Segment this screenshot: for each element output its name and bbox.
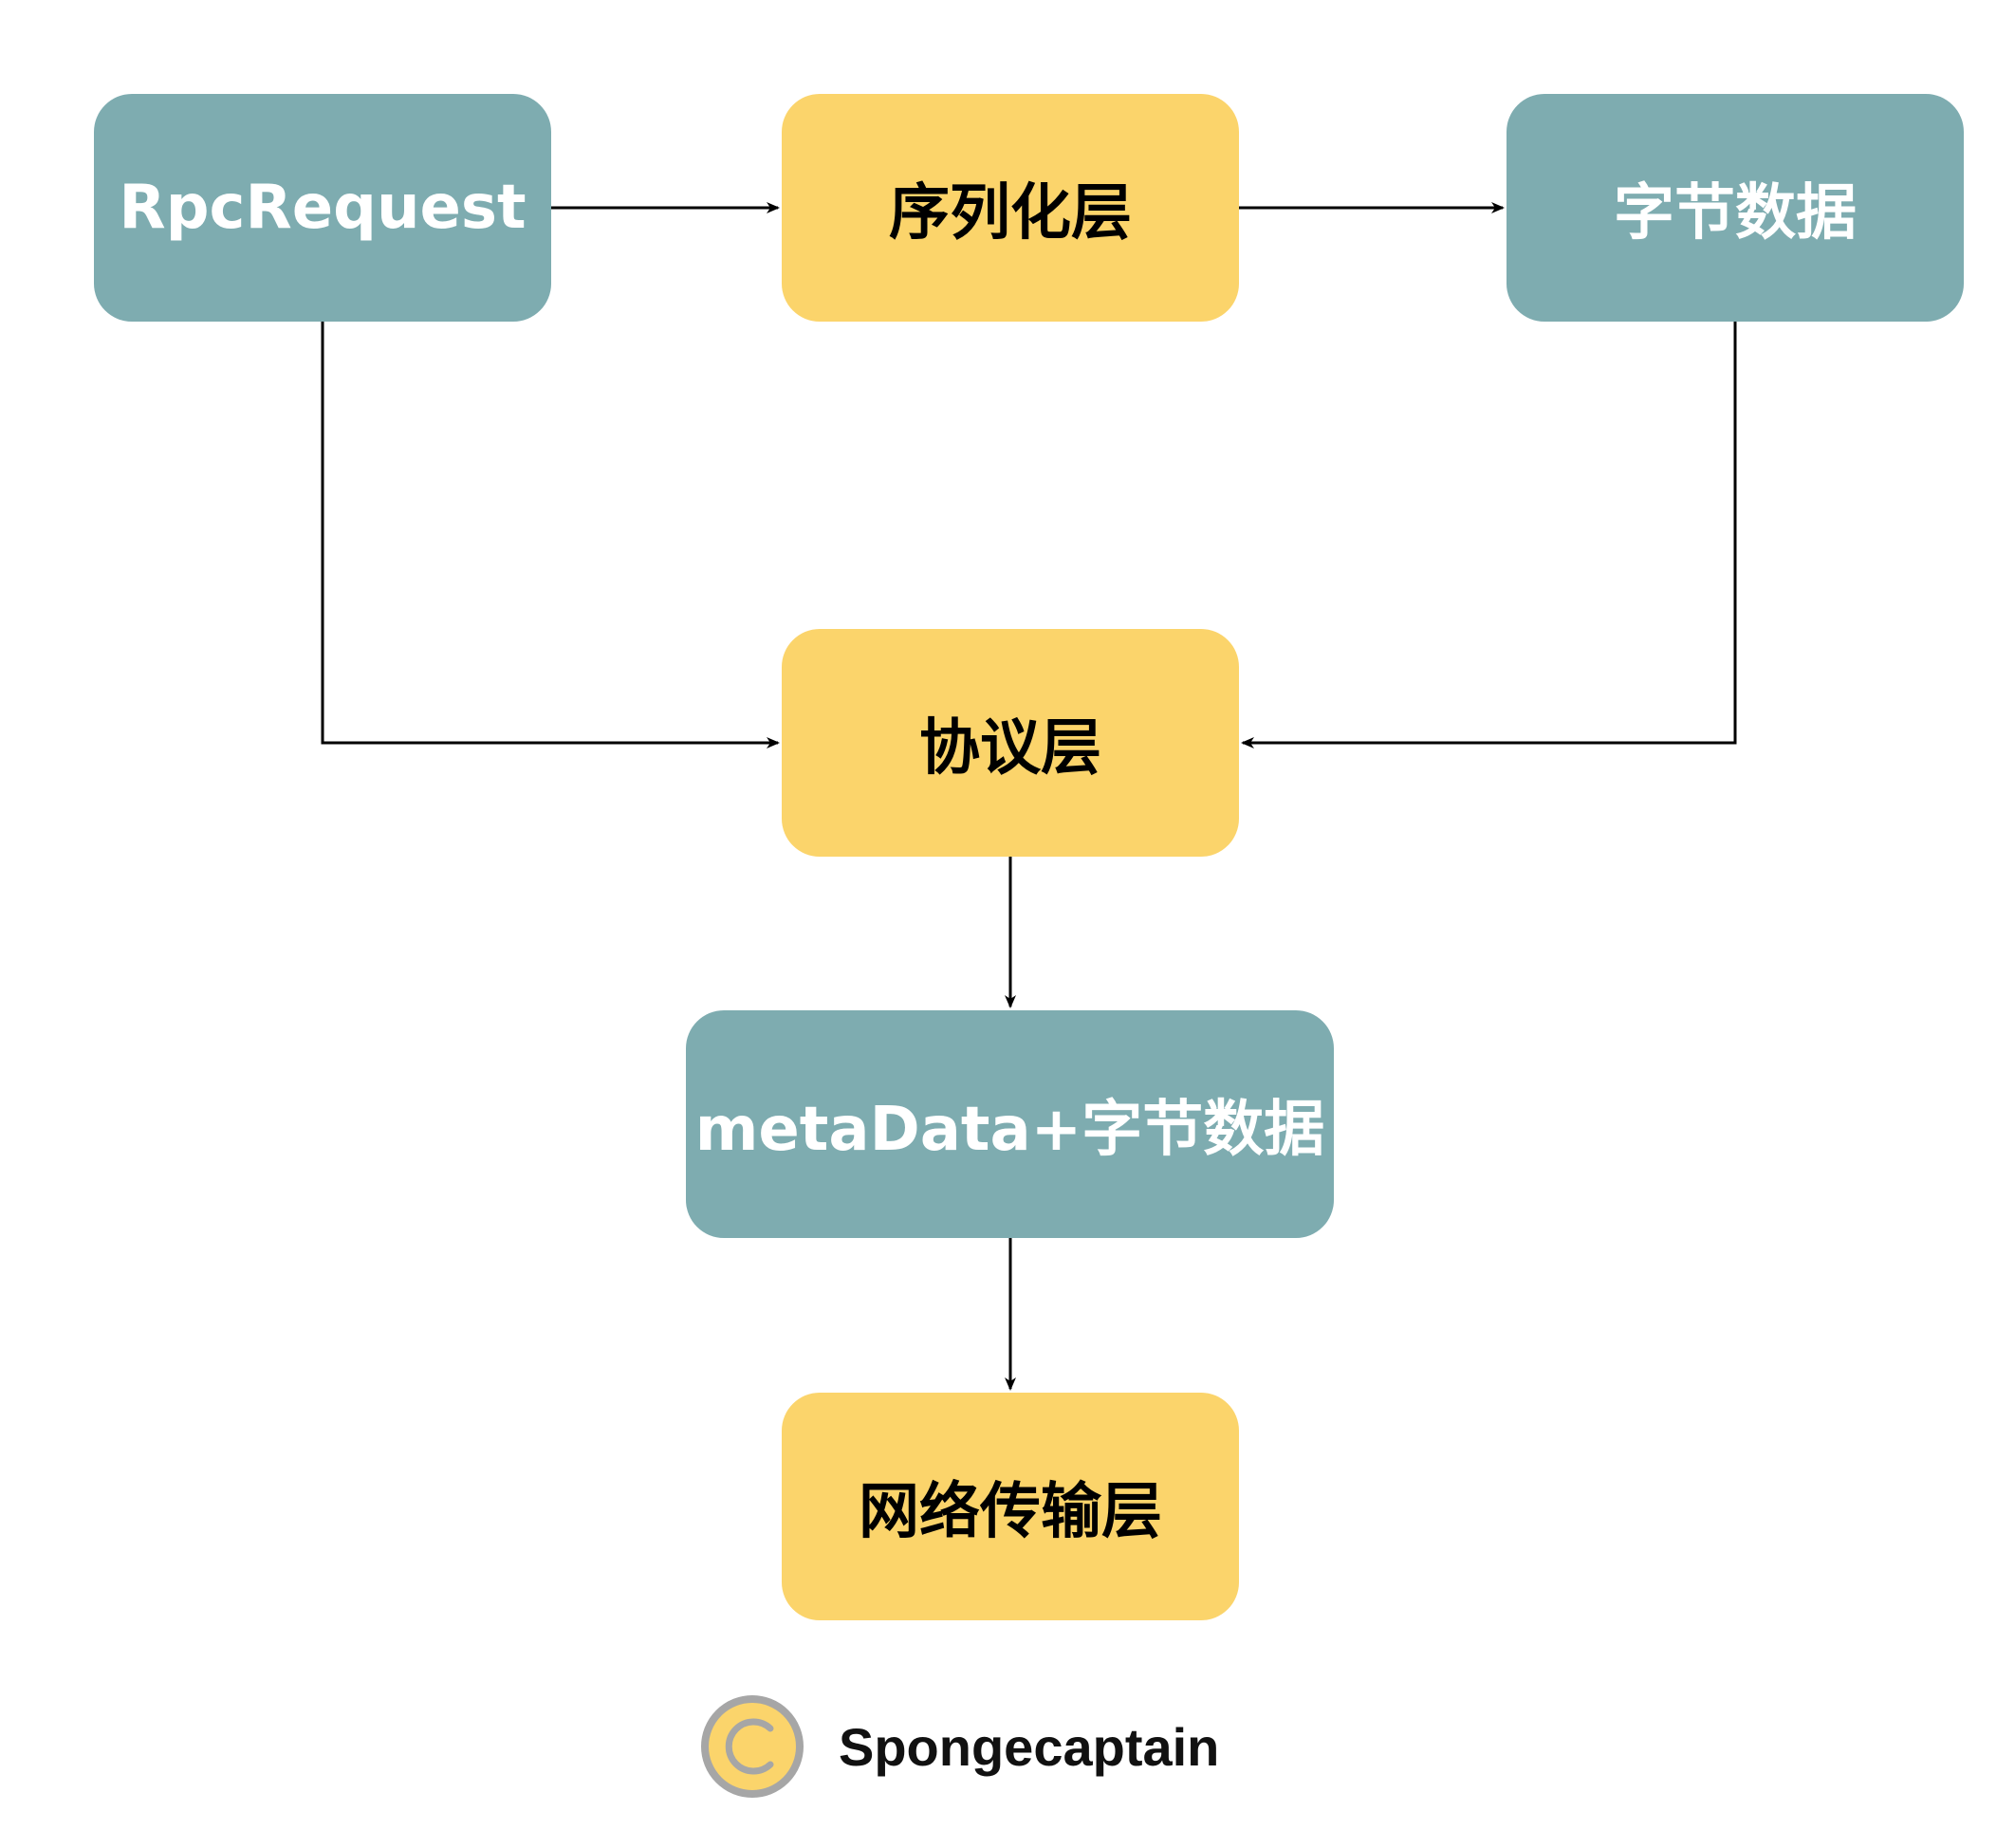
node-rpc-request-label: RpcRequest (119, 173, 527, 243)
edge-rpc-to-protocol (321, 322, 780, 748)
edge-bytes-to-protocol (1241, 322, 1737, 748)
node-rpc-request: RpcRequest (94, 94, 551, 322)
node-metadata-bytes: metaData+字节数据 (686, 1010, 1334, 1238)
node-serialization-layer-label: 序列化层 (889, 178, 1132, 249)
node-network-layer: 网络传输层 (782, 1393, 1239, 1620)
node-byte-data-label: 字节数据 (1614, 178, 1857, 249)
copyright-icon (701, 1695, 804, 1798)
node-protocol-layer: 协议层 (782, 629, 1239, 857)
watermark-text: Spongecaptain (839, 1716, 1220, 1777)
node-serialization-layer: 序列化层 (782, 94, 1239, 322)
node-network-layer-label: 网络传输层 (859, 1477, 1162, 1547)
node-metadata-bytes-label: metaData+字节数据 (694, 1095, 1325, 1165)
node-byte-data: 字节数据 (1507, 94, 1964, 322)
node-protocol-layer-label: 协议层 (919, 713, 1101, 784)
watermark: Spongecaptain (700, 1694, 1219, 1799)
